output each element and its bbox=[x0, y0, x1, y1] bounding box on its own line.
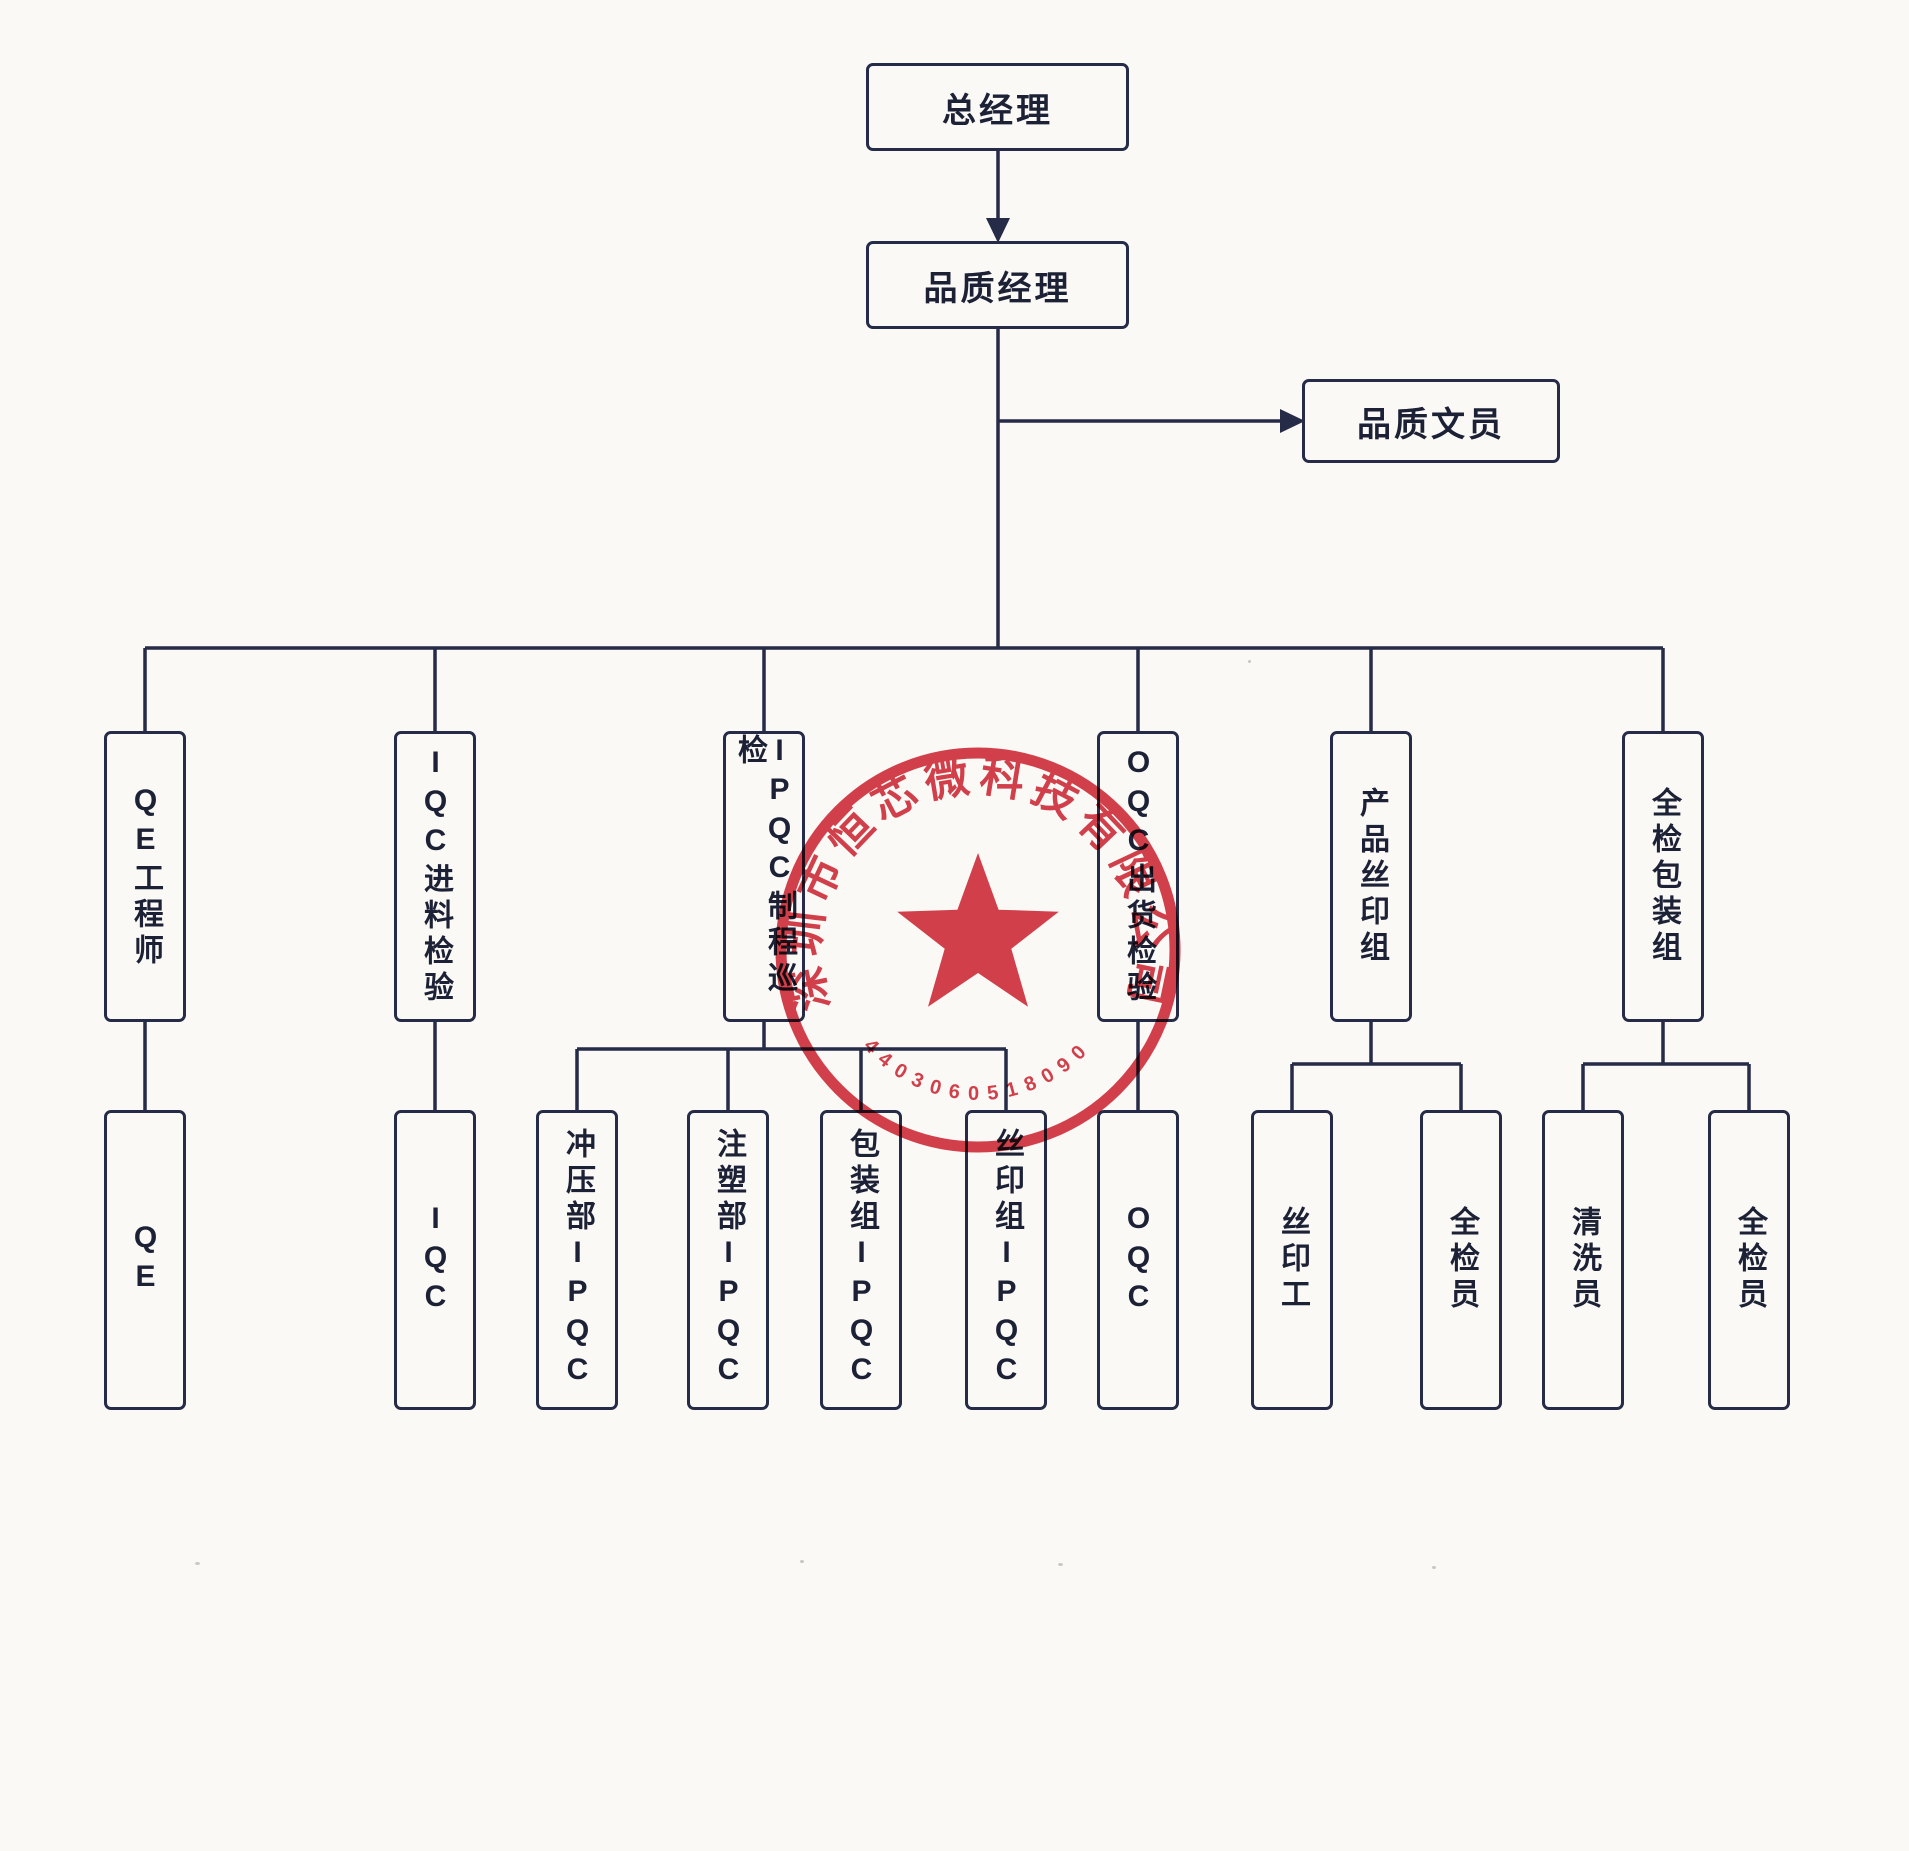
node-oqc-inspection: OQC出货检验 bbox=[1097, 731, 1179, 1022]
node-molding-ipqc: 注塑部IPQC bbox=[687, 1110, 769, 1410]
node-label: 总经理 bbox=[942, 91, 1053, 130]
node-quality-clerk: 品质文员 bbox=[1302, 379, 1560, 463]
node-label: 全检员 bbox=[1733, 1206, 1766, 1314]
arrow-right-icon bbox=[1280, 409, 1305, 433]
node-label: 全检员 bbox=[1445, 1206, 1478, 1314]
node-inspector-silkscreen: 全检员 bbox=[1420, 1110, 1502, 1410]
node-label: 品质文员 bbox=[1357, 405, 1505, 444]
node-label: 清洗员 bbox=[1567, 1206, 1600, 1314]
node-oqc: OQC bbox=[1097, 1110, 1179, 1410]
node-silkscreen-worker: 丝印工 bbox=[1251, 1110, 1333, 1410]
node-label: 全检包装组 bbox=[1647, 786, 1680, 967]
node-stamping-ipqc: 冲压部IPQC bbox=[536, 1110, 618, 1410]
arrow-down-icon bbox=[986, 218, 1010, 243]
node-label: 冲压部IPQC bbox=[561, 1128, 594, 1392]
scan-speck bbox=[800, 1560, 804, 1563]
scan-speck bbox=[1058, 1563, 1063, 1566]
node-qe: QE bbox=[104, 1110, 186, 1410]
node-label: 产品丝印组 bbox=[1355, 786, 1388, 967]
node-label: OQC出货检验 bbox=[1122, 746, 1155, 1007]
node-label: 品质经理 bbox=[923, 269, 1072, 308]
node-label: IQC进料检验 bbox=[419, 746, 452, 1007]
node-ipqc-patrol: IPQC制程巡检 bbox=[723, 731, 805, 1022]
node-iqc: IQC bbox=[394, 1110, 476, 1410]
node-general-manager: 总经理 bbox=[866, 63, 1129, 151]
node-quality-manager: 品质经理 bbox=[866, 241, 1129, 329]
node-label: QE bbox=[129, 1221, 162, 1299]
node-label: 包装组IPQC bbox=[845, 1128, 878, 1392]
scan-speck bbox=[1248, 660, 1251, 663]
node-packaging-ipqc: 包装组IPQC bbox=[820, 1110, 902, 1410]
node-label: 丝印组IPQC bbox=[990, 1128, 1023, 1392]
node-inspector-packaging: 全检员 bbox=[1708, 1110, 1790, 1410]
scan-speck bbox=[1432, 1566, 1436, 1569]
node-label: IPQC制程巡检 bbox=[733, 734, 796, 998]
node-silkscreen-ipqc: 丝印组IPQC bbox=[965, 1110, 1047, 1410]
node-cleaner: 清洗员 bbox=[1542, 1110, 1624, 1410]
node-label: IQC bbox=[419, 1201, 452, 1319]
node-inspection-packaging-group: 全检包装组 bbox=[1622, 731, 1704, 1022]
node-label: QE工程师 bbox=[129, 783, 162, 970]
node-silkscreen-group: 产品丝印组 bbox=[1330, 731, 1412, 1022]
node-iqc-inspection: IQC进料检验 bbox=[394, 731, 476, 1022]
node-label: 注塑部IPQC bbox=[712, 1128, 745, 1392]
node-qe-engineer: QE工程师 bbox=[104, 731, 186, 1022]
node-label: 丝印工 bbox=[1276, 1206, 1309, 1314]
scan-speck bbox=[195, 1562, 200, 1565]
node-label: OQC bbox=[1122, 1201, 1155, 1319]
